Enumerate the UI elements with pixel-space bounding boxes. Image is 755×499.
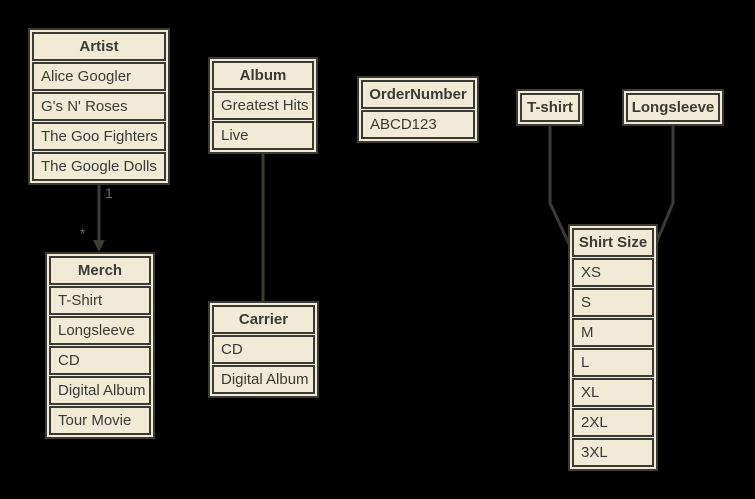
entity-row: Greatest Hits	[212, 91, 314, 120]
entity-row: Alice Googler	[32, 62, 166, 91]
entity-row: CD	[49, 346, 151, 375]
entity-row: T-Shirt	[49, 286, 151, 315]
edge-tshirt-to-shirtsize	[548, 124, 572, 247]
entity-table-longsleeve: Longsleeve	[622, 89, 724, 126]
entity-row: L	[572, 348, 654, 377]
entity-row: Tour Movie	[49, 406, 151, 435]
entity-title-merch: Merch	[49, 256, 151, 285]
entity-row: The Google Dolls	[32, 152, 166, 181]
edge-multiplicity-source-label: 1	[105, 185, 113, 201]
entity-row: Digital Album	[212, 365, 315, 394]
arrowhead-icon	[93, 240, 105, 252]
entity-row: CD	[212, 335, 315, 364]
entity-title-album: Album	[212, 61, 314, 90]
entity-title-carrier: Carrier	[212, 305, 315, 334]
entity-title-shirtsize: Shirt Size	[572, 228, 654, 257]
entity-row: Longsleeve	[49, 316, 151, 345]
entity-title-ordernumber: OrderNumber	[361, 80, 475, 109]
entity-row: XS	[572, 258, 654, 287]
edge-multiplicity-target-label: *	[80, 225, 86, 241]
entity-row: ABCD123	[361, 110, 475, 139]
entity-row: G's N' Roses	[32, 92, 166, 121]
entity-row: 3XL	[572, 438, 654, 467]
entity-row: S	[572, 288, 654, 317]
edge-longsleeve-to-shirtsize	[653, 124, 675, 247]
entity-title-tshirt: T-shirt	[520, 93, 580, 122]
entity-title-artist: Artist	[32, 32, 166, 61]
entity-row: Digital Album	[49, 376, 151, 405]
entity-table-tshirt: T-shirt	[516, 89, 584, 126]
entity-row: XL	[572, 378, 654, 407]
entity-row: Live	[212, 121, 314, 150]
entity-title-longsleeve: Longsleeve	[626, 93, 720, 122]
entity-row: The Goo Fighters	[32, 122, 166, 151]
entity-row: M	[572, 318, 654, 347]
entity-row: 2XL	[572, 408, 654, 437]
